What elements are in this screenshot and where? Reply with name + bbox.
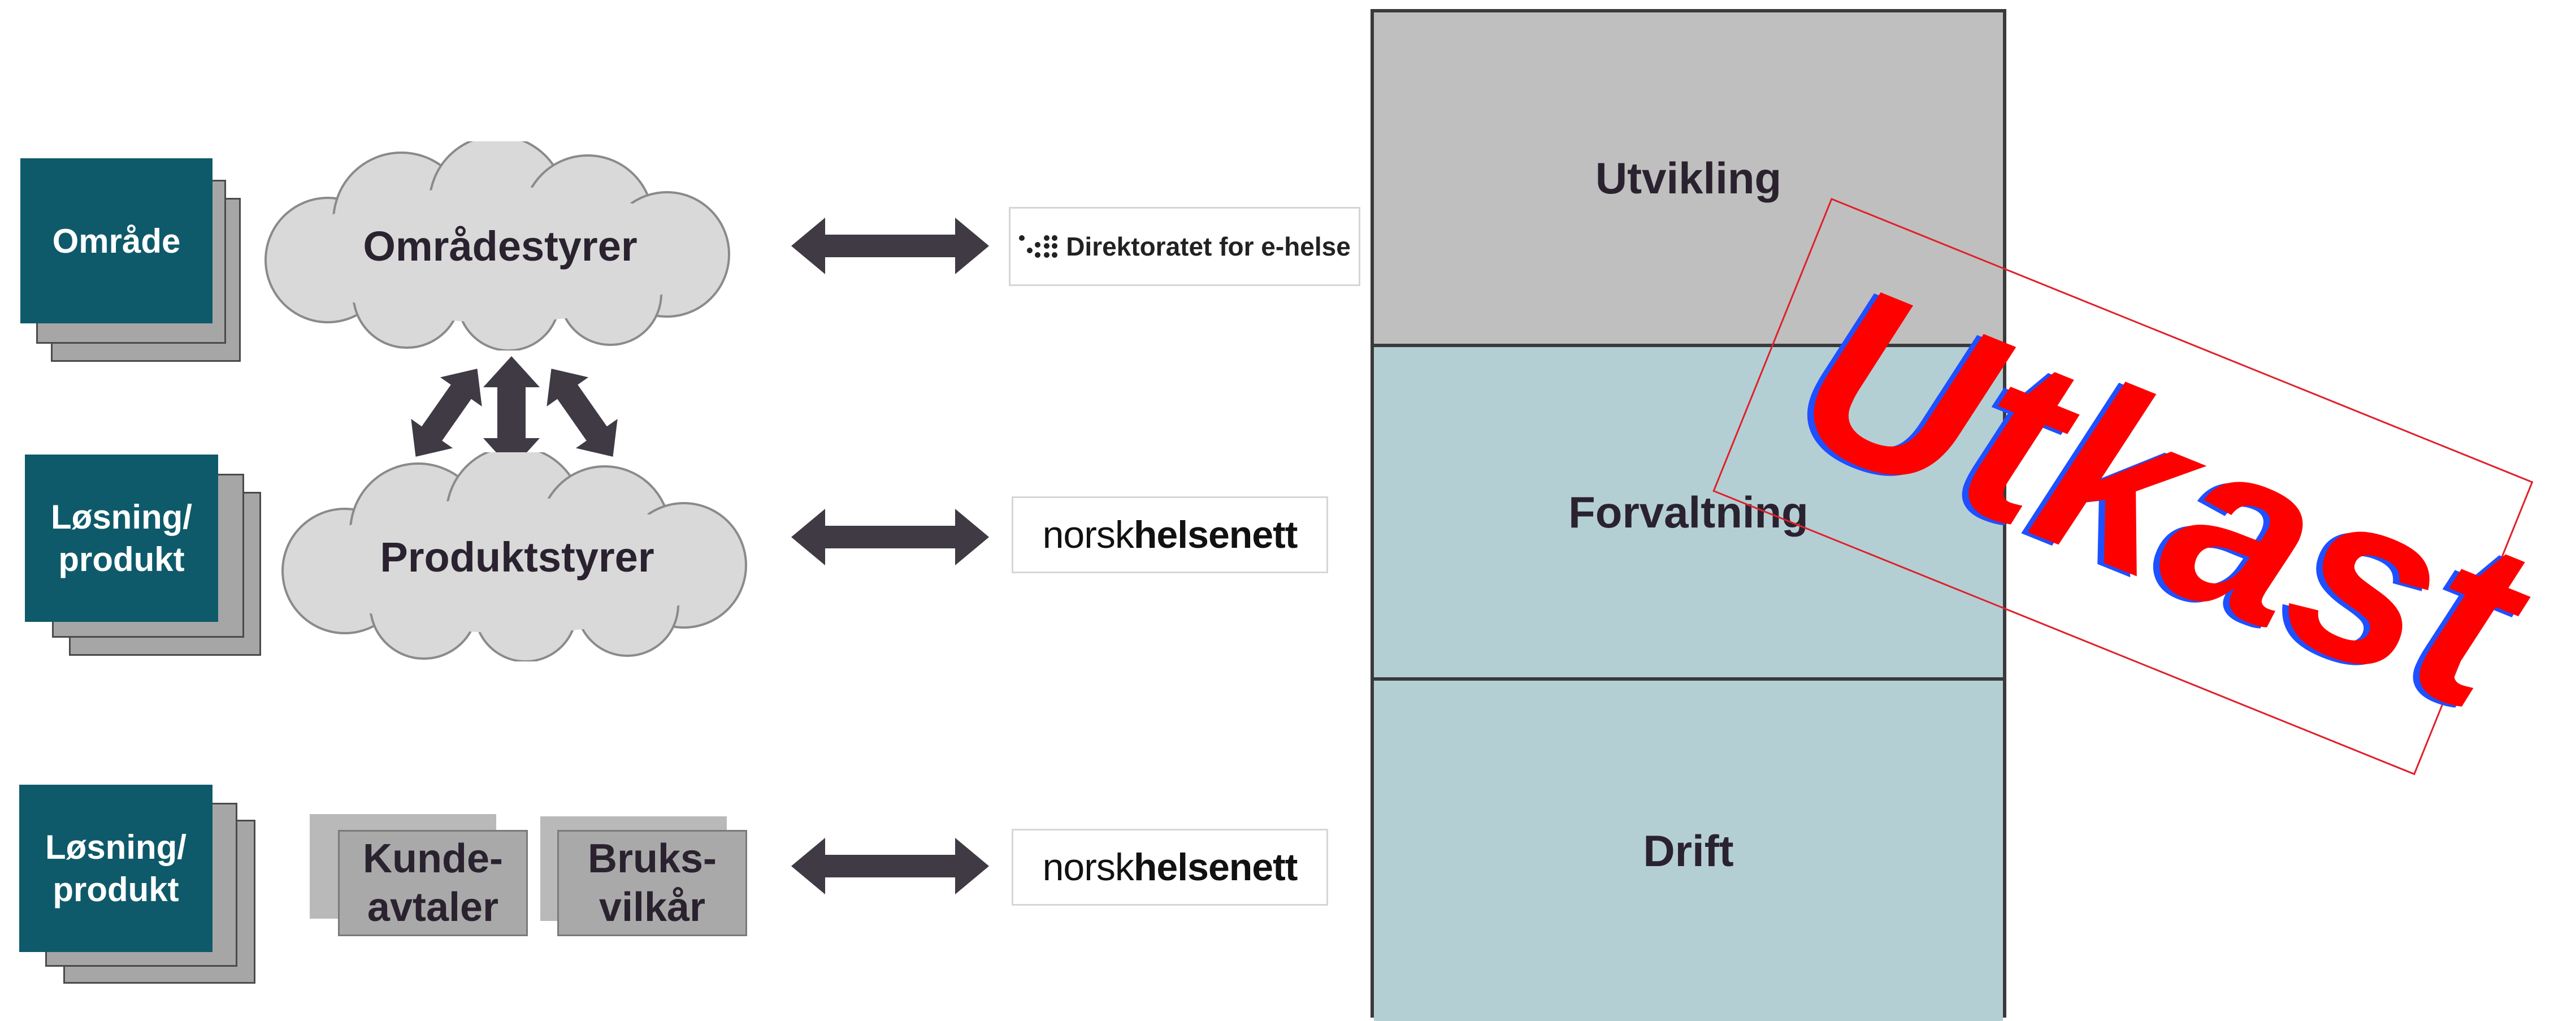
omrade-label: Område [52,222,181,260]
produktstyrer-label: Produktstyrer [380,533,654,581]
phase-utvikling: Utvikling [1374,12,2003,347]
omradestyrer-cloud [264,141,730,351]
triple-arrows [411,356,618,469]
ehelse-dots-icon [1019,235,1058,258]
double-arrow-row3 [791,838,989,894]
bruksvilkar-doc: Bruks- vilkår [557,830,747,936]
phase-utvikling-label: Utvikling [1595,153,1782,203]
ehelse-logo: Direktoratet for e-helse [1009,207,1360,286]
double-arrow-row2 [791,509,989,565]
nhn-logo-row3: norskhelsenett [1012,829,1328,906]
losning-box-1: Løsning/ produkt [25,455,218,622]
kundeavtaler-doc: Kunde- avtaler [338,830,528,936]
phase-drift-label: Drift [1643,825,1734,876]
phase-drift: Drift [1374,681,2003,1021]
ehelse-logo-text: Direktoratet for e-helse [1066,232,1351,261]
bruksvilkar-line1: Bruks- [587,836,717,881]
kundeavtaler-line2: avtaler [367,885,499,930]
nhn-logo-row2: norskhelsenett [1012,496,1328,573]
losning-label-line2: produkt [53,871,179,908]
bruksvilkar-line2: vilkår [599,885,706,930]
double-arrow-row1 [791,218,989,274]
produktstyrer-cloud [281,452,747,661]
nhn-logo-text: norskhelsenett [1042,513,1298,556]
losning-label-line1: Løsning/ [45,828,187,866]
losning-label-line2: produkt [58,540,185,578]
phase-forvaltning-label: Forvaltning [1568,487,1809,537]
omrade-box: Område [20,158,213,323]
losning-box-2: Løsning/ produkt [19,785,213,952]
phase-forvaltning: Forvaltning [1374,347,2003,681]
omradestyrer-label: Områdestyrer [363,222,638,270]
losning-label-line1: Løsning/ [51,498,192,536]
kundeavtaler-line1: Kunde- [363,836,503,881]
nhn-logo-text: norskhelsenett [1042,846,1298,889]
ehelse-logo-content: Direktoratet for e-helse [1018,231,1351,262]
phase-column: Utvikling Forvaltning Drift [1371,9,2006,1021]
